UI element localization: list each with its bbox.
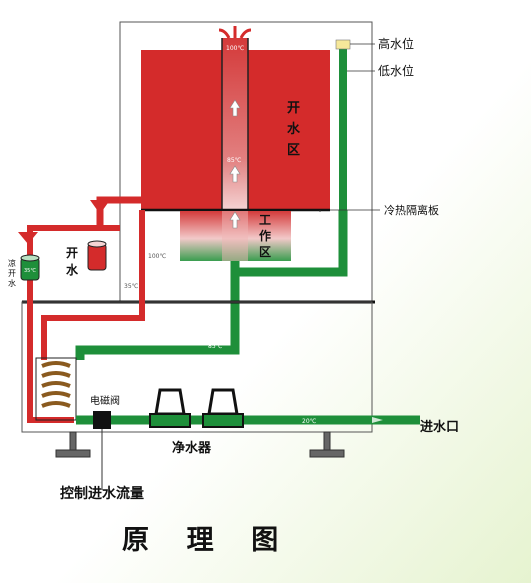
- water-inlet-label: 进水口: [420, 419, 459, 435]
- solenoid-valve-label: 电磁阀: [90, 394, 120, 407]
- purifier-label: 净水器: [172, 440, 212, 456]
- spray-icon: [218, 26, 252, 39]
- temp-mid: 85℃: [227, 157, 242, 164]
- solenoid-valve: [93, 411, 111, 429]
- inlet-arrow-icon: [372, 417, 383, 423]
- thermal-baffle-label: 冷热隔离板: [384, 203, 439, 217]
- high-level-label: 高水位: [378, 36, 414, 51]
- coil-icon: [41, 361, 71, 408]
- purifier-unit-1: [149, 388, 191, 428]
- lower-tank-outline: [21, 301, 373, 433]
- temp-pipe-warm: 35℃: [124, 283, 139, 290]
- heat-exchanger-box: [35, 357, 77, 421]
- cup-rim: [87, 240, 107, 248]
- temp-pipe-hot: 100℃: [148, 253, 166, 260]
- temp-inlet: 20℃: [302, 418, 317, 425]
- working-zone-label-1: 工: [259, 213, 271, 227]
- purifier-unit-2: [202, 388, 244, 428]
- diagram-title: 原 理 图: [122, 525, 278, 556]
- working-zone-label-3: 区: [259, 245, 271, 259]
- temp-cup: 35℃: [24, 268, 36, 274]
- temp-preheat: 85℃: [208, 343, 223, 350]
- boiled-water-label-2: 水: [66, 262, 79, 277]
- tap-icon: [90, 200, 110, 214]
- riser-column: [222, 38, 248, 210]
- cool-water-label-3: 水: [8, 278, 16, 288]
- machine-feet: [55, 431, 345, 458]
- tap-icon: [18, 232, 38, 244]
- boiled-water-label-1: 开: [66, 246, 78, 260]
- level-tube: [339, 48, 347, 210]
- temp-top: 100℃: [226, 45, 244, 52]
- boiling-zone-label-1: 开: [287, 101, 300, 116]
- low-level-label: 低水位: [378, 63, 414, 78]
- up-arrow-icon: [229, 99, 241, 229]
- boiling-zone-label-3: 区: [287, 143, 300, 158]
- boiled-water-cup: [87, 243, 107, 271]
- flow-control-label: 控制进水流量: [60, 485, 144, 502]
- level-float: [335, 39, 351, 50]
- cup-rim: [20, 254, 40, 262]
- cold-feed-pipe: [75, 210, 348, 360]
- cool-water-label-1: 凉: [8, 258, 16, 268]
- cool-water-label-2: 开: [8, 269, 16, 278]
- working-zone-label-2: 作: [259, 228, 271, 243]
- boiling-zone-label-2: 水: [287, 121, 301, 137]
- hot-return-pipe: [41, 210, 145, 360]
